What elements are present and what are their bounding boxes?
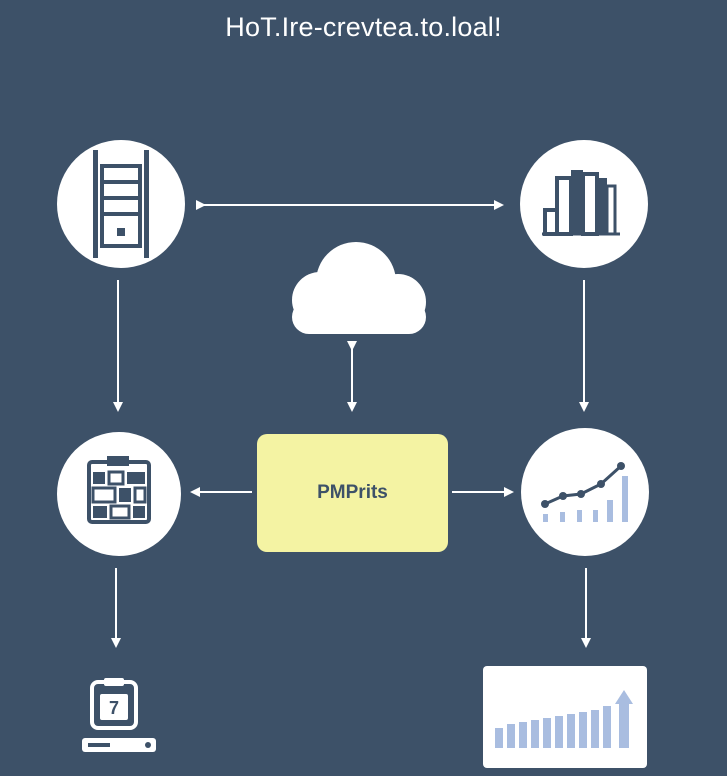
device-storage-icon: 7 [82,678,156,752]
growth-chart-card [483,666,647,768]
server-node [57,140,185,268]
dashboard-node [57,432,181,556]
center-process-box: PMPrits [257,434,448,552]
cloud-icon [292,242,426,334]
growth-bar-chart-icon [495,690,633,748]
diagram-title: HoT.Ire-crevtea.to.loal! [225,12,502,42]
trend-node [521,428,649,556]
analytics-node [520,140,648,268]
center-box-label: PMPrits [317,482,388,503]
bar-chart-icon [542,170,620,236]
server-rack-icon [93,150,149,258]
dashboard-grid-icon [87,456,151,524]
line-trend-icon [541,462,628,522]
svg-text:7: 7 [109,698,119,718]
